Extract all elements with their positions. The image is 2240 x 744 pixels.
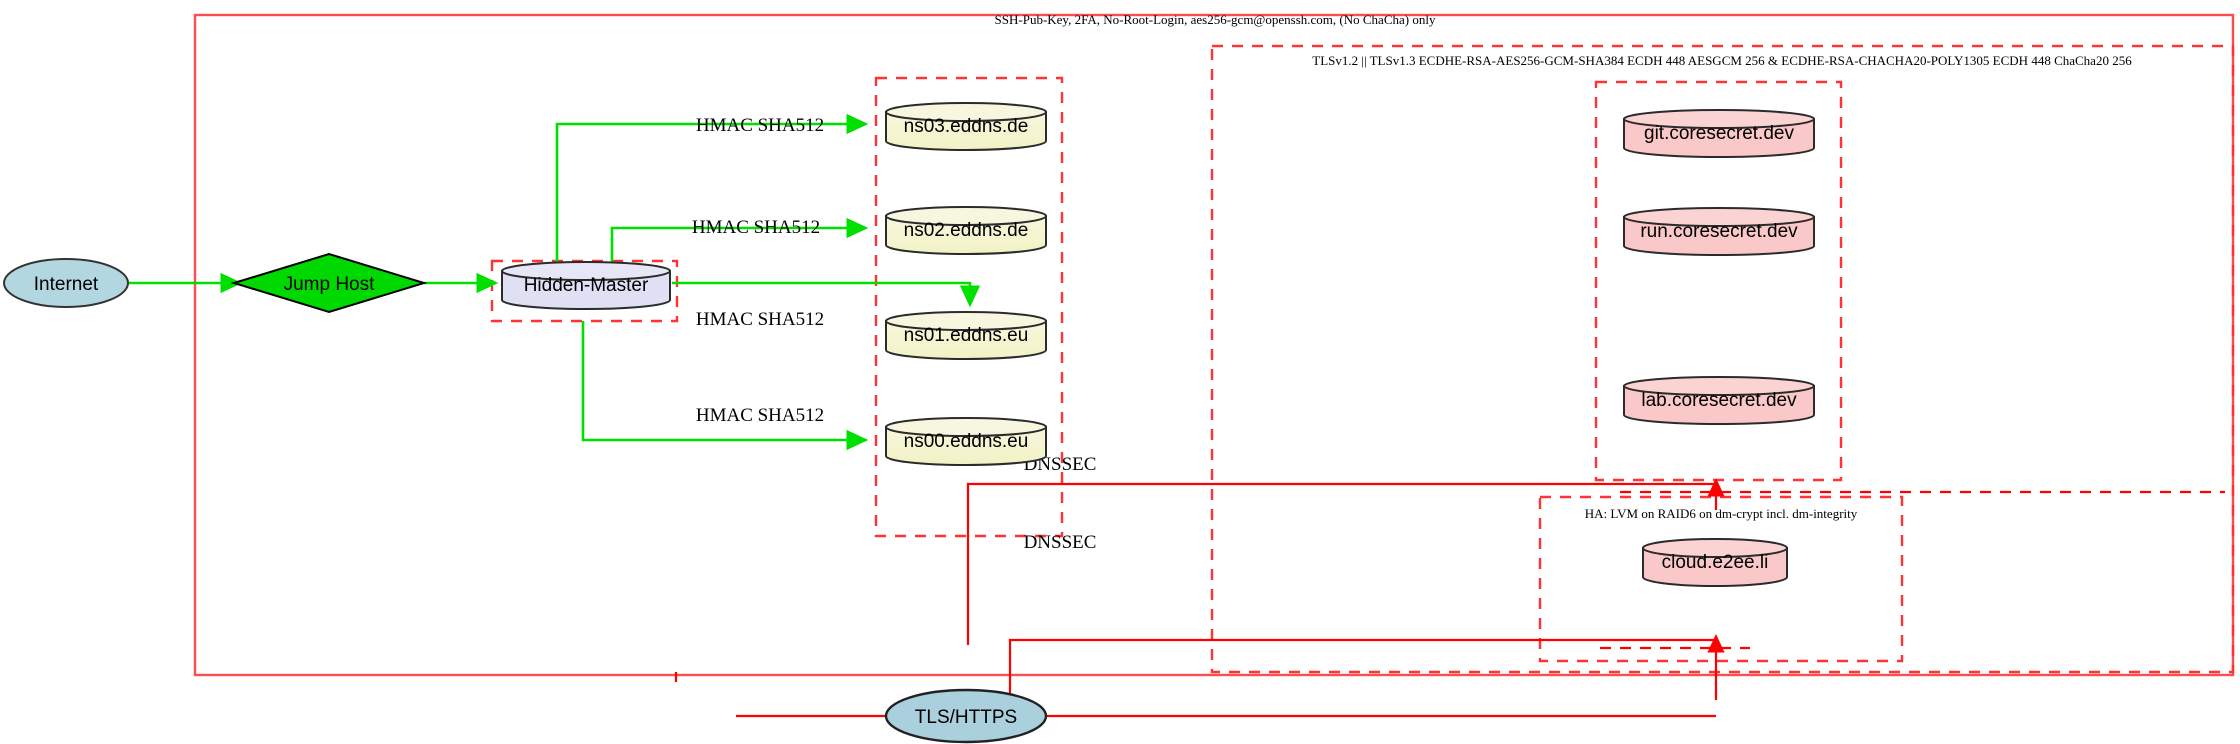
node-cloud-e2ee[interactable]: cloud.e2ee.li [1642,538,1788,587]
cluster-tls-zone-label: TLSv1.2 || TLSv1.3 ECDHE-RSA-AES256-GCM-… [1312,53,2132,68]
node-run-coresecret-label: run.coresecret.dev [1640,221,1798,242]
node-cloud-e2ee-label: cloud.e2ee.li [1662,552,1769,573]
node-tls-https-label: TLS/HTTPS [915,707,1017,728]
node-internet-label: Internet [34,274,99,295]
node-hidden-master-label: Hidden-Master [524,275,649,296]
node-run-coresecret[interactable]: run.coresecret.dev [1623,207,1815,256]
edge-label-hmac-ns02: HMAC SHA512 [692,217,820,238]
cluster-ha-zone-label: HA: LVM on RAID6 on dm-crypt incl. dm-in… [1585,506,1858,521]
node-ns02[interactable]: ns02.eddns.de [885,206,1047,255]
node-ns02-label: ns02.eddns.de [904,220,1029,241]
node-tls-https[interactable]: TLS/HTTPS [884,688,1048,744]
cluster-ha-zone [1538,495,1904,663]
node-ns03[interactable]: ns03.eddns.de [885,102,1047,151]
node-ns01-label: ns01.eddns.eu [904,325,1029,346]
node-internet[interactable]: Internet [3,258,129,308]
node-git-coresecret[interactable]: git.coresecret.dev [1623,109,1815,158]
node-ns00[interactable]: ns00.eddns.eu [885,417,1047,466]
node-hidden-master[interactable]: Hidden-Master [501,261,671,310]
cluster-tls-zone [1210,44,2235,674]
node-git-coresecret-label: git.coresecret.dev [1644,123,1794,144]
edge-label-hmac-ns00: HMAC SHA512 [696,405,824,426]
edge-label-hmac-ns01: HMAC SHA512 [696,309,824,330]
edge-hiddenmaster-ns01 [672,281,981,308]
edge-hiddenmaster-ns03 [555,113,869,264]
edge-dnssec-lower-solid [1008,638,1716,714]
cluster-outer-perimeter [193,13,2235,677]
node-lab-coresecret-label: lab.coresecret.dev [1641,390,1797,411]
node-jump-host-label: Jump Host [284,274,376,295]
node-ns00-label: ns00.eddns.eu [904,431,1029,452]
node-ns01[interactable]: ns01.eddns.eu [885,311,1047,360]
edge-label-dnssec-lower: DNSSEC [1024,532,1097,553]
edge-hiddenmaster-ns02 [610,217,869,264]
edge-dnssec-upper-solid [966,482,1716,645]
node-lab-coresecret[interactable]: lab.coresecret.dev [1623,376,1815,425]
cluster-outer-perimeter-label: SSH-Pub-Key, 2FA, No-Root-Login, aes256-… [995,12,1436,27]
node-ns03-label: ns03.eddns.de [904,116,1029,137]
node-jump-host[interactable]: Jump Host [230,252,428,314]
edge-label-hmac-ns03: HMAC SHA512 [696,115,824,136]
edge-hiddenmaster-ns00 [581,321,869,451]
